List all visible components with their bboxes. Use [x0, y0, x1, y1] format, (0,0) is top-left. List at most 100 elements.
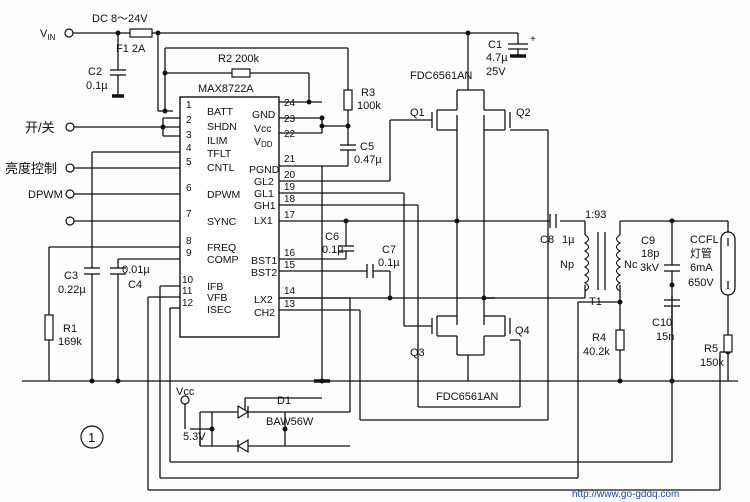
brightness-label: 亮度控制 [5, 161, 57, 176]
q4-label: Q4 [515, 325, 530, 337]
ccfl-name: CCFL [690, 234, 719, 246]
ccfl-voltage: 650V [688, 277, 714, 289]
vcc-terminal [180, 395, 190, 405]
pin-16-num: 16 [284, 248, 296, 259]
pin-1-name: BATT [207, 106, 234, 118]
pin-17-name: LX1 [254, 215, 273, 227]
pin-14-num: 14 [284, 286, 296, 297]
c10-value: 15n [656, 331, 674, 343]
capacitor-c10 [664, 299, 680, 307]
ccfl-current: 6mA [690, 262, 713, 274]
c3-value: 0.22µ [58, 284, 86, 296]
pin-11-name: VFB [207, 292, 227, 304]
vin-terminal [64, 28, 74, 38]
resistor-r3 [343, 89, 353, 111]
r5-value: 150k [700, 357, 724, 369]
resistor-r5 [723, 334, 733, 353]
resistor-r4 [615, 329, 625, 351]
pin-4-num: 4 [186, 143, 192, 154]
transformer-t1 [583, 232, 622, 292]
r3-value: 100k [357, 100, 381, 112]
pin-3-name: ILIM [207, 135, 227, 147]
capacitor-c5 [340, 144, 356, 151]
capacitor-c9 [664, 264, 680, 272]
ic-right-pins: 24 GND 23 Vcc 22 VDD 21 PGND 20 GL2 19 G… [249, 98, 296, 319]
pin-14-name: LX2 [254, 294, 273, 306]
pin-2-name: SHDN [207, 121, 237, 133]
transformer-nc: Nc [624, 259, 638, 271]
r2-label: R2 200k [218, 53, 259, 65]
diode-d1 [236, 404, 250, 454]
pin-23-num: 23 [284, 114, 296, 125]
c6-label: C6 [325, 231, 339, 243]
capacitor-c8 [549, 214, 557, 228]
capacitor-c6 [338, 245, 354, 252]
pin-2-num: 2 [186, 115, 192, 126]
pin-6-num: 6 [186, 183, 192, 194]
pin-1-num: 1 [186, 100, 192, 111]
sync-terminal [65, 216, 75, 226]
mosfet-top-part: FDC6561AN [410, 70, 472, 82]
pin-10-num: 10 [182, 275, 194, 286]
c3-label: C3 [64, 270, 78, 282]
wires [22, 32, 738, 491]
transformer-ratio: 1:93 [585, 209, 606, 221]
figure-number: 1 [88, 430, 95, 445]
pin-23-name: Vcc [254, 123, 272, 135]
capacitor-c1: + [508, 34, 536, 58]
pin-17-num: 17 [284, 210, 296, 221]
c4-value: 0.01µ [122, 264, 150, 276]
watermark-url: http://www.go-gddq.com [572, 489, 679, 500]
pin-11-num: 11 [182, 286, 193, 297]
pin-19-name: GL1 [254, 188, 274, 200]
pin-4-name: TFLT [207, 148, 232, 160]
r5-label: R5 [704, 343, 718, 355]
mosfet-q4 [483, 315, 520, 355]
c1-voltage: 25V [486, 66, 506, 78]
vcc-value: 5.3V [183, 431, 206, 443]
pin-18-name: GH1 [254, 200, 276, 212]
c9-voltage: 3kV [640, 262, 660, 274]
pin-20-name: GL2 [254, 176, 274, 188]
pin-10-name: IFB [207, 281, 223, 293]
capacitor-c3 [84, 267, 100, 275]
pin-13-name: CH2 [254, 307, 275, 319]
q1-label: Q1 [410, 107, 425, 119]
brightness-terminal [65, 163, 75, 173]
pin-16-name: BST1 [251, 255, 277, 267]
pin-18-num: 18 [284, 194, 296, 205]
transformer-np: Np [560, 259, 574, 271]
pin-6-name: DPWM [207, 189, 240, 201]
onoff-label: 开/关 [25, 120, 55, 135]
c5-label: C5 [360, 141, 374, 153]
d1-label: D1 [277, 395, 291, 407]
pin-19-num: 19 [284, 182, 296, 193]
pin-13-num: 13 [284, 299, 296, 310]
c10-label: C10 [652, 317, 672, 329]
transformer-name: T1 [589, 296, 602, 308]
resistor-r2 [231, 68, 251, 78]
ic-name: MAX8722A [198, 83, 254, 95]
pin-21-name: PGND [249, 164, 280, 176]
svg-text:+: + [530, 34, 536, 45]
c2-value: 0.1µ [86, 80, 108, 92]
r3-label: R3 [361, 87, 375, 99]
capacitor-c4 [110, 267, 126, 275]
ic-left-pins: 1 BATT 2 SHDN 3 ILIM 4 TFLT 5 CNTL 6 DPW… [182, 100, 240, 316]
supply-range-label: DC 8～24V [92, 13, 148, 25]
c9-label: C9 [641, 235, 655, 247]
pin-8-name: FREQ [207, 242, 236, 254]
pin-5-num: 5 [186, 157, 192, 168]
pin-7-num: 7 [186, 209, 192, 220]
c7-value: 0.1µ [378, 257, 400, 269]
pin-9-num: 9 [186, 248, 192, 259]
mosfet-q3 [431, 315, 484, 356]
mosfet-bottom-part: FDC6561AN [436, 391, 498, 403]
pin-8-num: 8 [186, 236, 192, 247]
dpwm-label: DPWM [28, 189, 63, 201]
fuse-f1 [129, 28, 153, 38]
c4-label: C4 [128, 279, 142, 291]
ccfl-type: 灯管 [690, 246, 712, 260]
